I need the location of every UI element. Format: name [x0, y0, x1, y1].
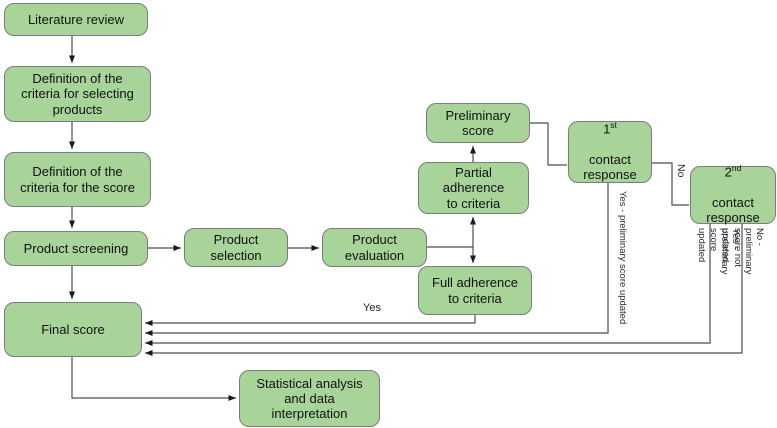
contact-2-label: contact response: [706, 195, 760, 226]
edge-label-yes: Yes: [363, 302, 381, 314]
contact-1-ordinal: 1st: [603, 120, 617, 137]
connector-preliminary-score-to-1st-contact: [530, 122, 567, 166]
node-2nd-contact-response: 2nd contact response: [690, 163, 776, 226]
node-product-evaluation: Product evaluation: [322, 228, 427, 267]
node-product-selection: Product selection: [184, 228, 288, 267]
connector-final-score-to-statistical-analysis: [71, 357, 236, 401]
node-full-adherence: Full adherence to criteria: [418, 266, 532, 315]
node-final-score: Final score: [4, 302, 142, 357]
contact-1-label: contact response: [583, 152, 637, 183]
node-definition-criteria-selecting-products: Definition of the criteria for selecting…: [4, 66, 151, 122]
node-preliminary-score: Preliminary score: [426, 103, 530, 143]
contact-2-ordinal: 2nd: [724, 163, 742, 180]
node-partial-adherence: Partial adherence to criteria: [418, 162, 529, 214]
edge-label-no: No: [675, 164, 687, 178]
node-definition-criteria-score: Definition of the criteria for the score: [4, 152, 151, 207]
node-statistical-analysis: Statistical analysis and data interpreta…: [239, 370, 380, 427]
node-1st-contact-response: 1st contact response: [568, 121, 652, 183]
node-literature-review: Literature review: [4, 3, 148, 36]
connector-2nd-contact-yes-to-final-score: [145, 224, 711, 346]
edge-label-2nd-contact-no: No - preliminary score not updated: [720, 228, 765, 275]
edge-label-1st-contact-yes: Yes - preliminary score updated: [617, 191, 628, 325]
connector-1st-contact-to-2nd-contact: [652, 162, 689, 206]
connector-full-adherence-to-final-score: [145, 315, 476, 326]
connector-2nd-contact-no-to-final-score: [145, 224, 743, 356]
connector-1st-contact-to-final-score: [145, 183, 609, 336]
node-product-screening: Product screening: [4, 231, 148, 266]
